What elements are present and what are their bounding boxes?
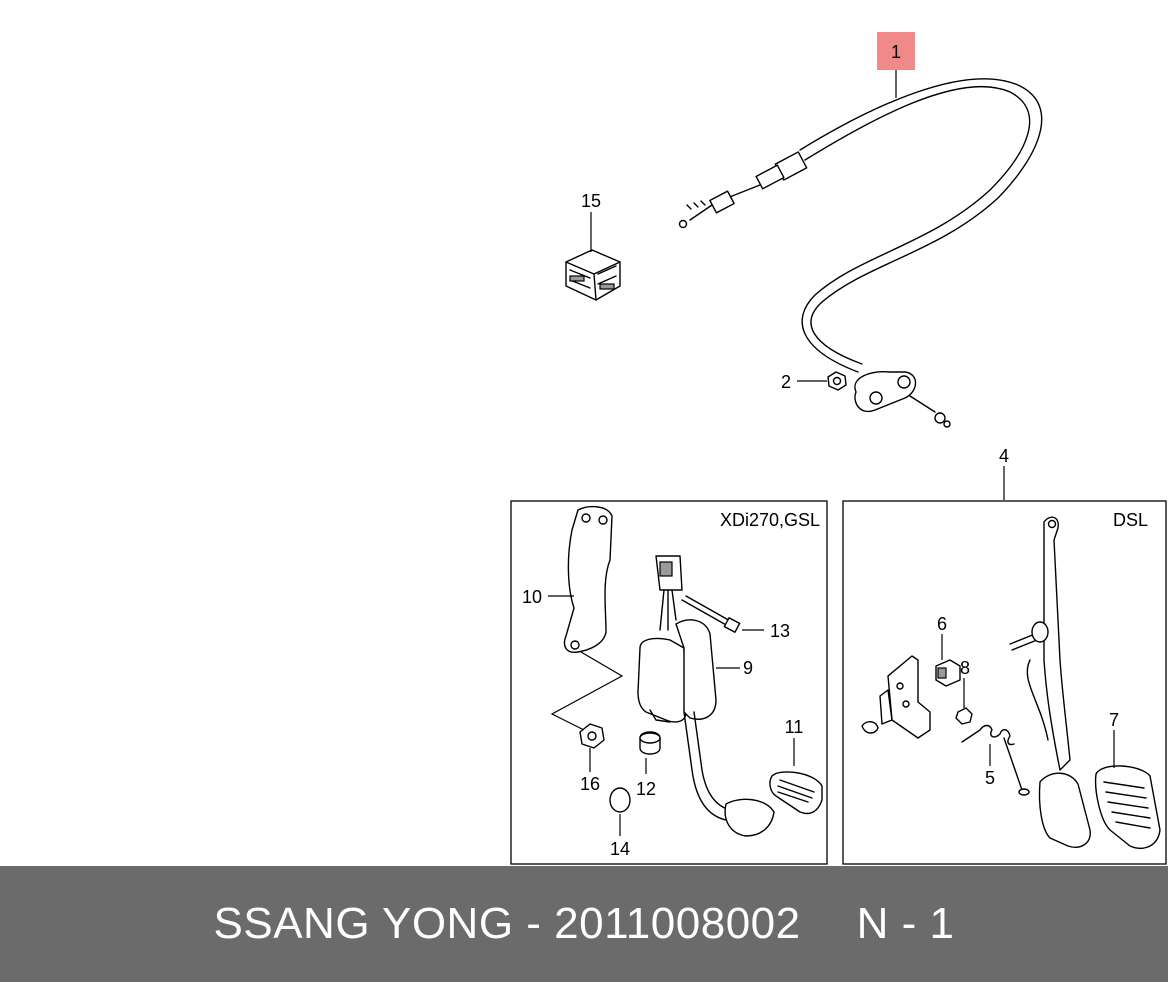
callout-11: 11 xyxy=(785,717,804,737)
clip-part xyxy=(565,249,621,301)
callout-12: 12 xyxy=(636,779,656,799)
nut-part xyxy=(827,371,847,391)
callout-5: 5 xyxy=(985,768,995,788)
footer-page: N - 1 xyxy=(856,899,955,948)
callout-14: 14 xyxy=(610,839,630,859)
callout-13: 13 xyxy=(770,621,790,641)
callout-4: 4 xyxy=(999,446,1009,466)
callout-15: 15 xyxy=(581,191,601,211)
parts-diagram: 1 2 4 15 XDi270,GSL xyxy=(510,32,1167,865)
footer-bar: SSANG YONG - 2011008002 N - 1 xyxy=(0,866,1168,982)
panel-xdi270-gsl: XDi270,GSL xyxy=(510,500,828,865)
accelerator-cable xyxy=(678,78,1043,428)
callout-1-highlight xyxy=(877,32,915,70)
footer-brand-part: SSANG YONG - 2011008002 xyxy=(213,899,801,948)
panel-dsl: DSL 6 8 5 7 xyxy=(842,500,1167,865)
panel-right-label: DSL xyxy=(1113,510,1148,530)
callout-2: 2 xyxy=(781,372,791,392)
callout-16: 16 xyxy=(580,774,600,794)
callout-9: 9 xyxy=(743,658,753,678)
callout-8: 8 xyxy=(960,658,970,678)
callout-1: 1 xyxy=(891,42,901,62)
callout-10: 10 xyxy=(522,587,542,607)
callout-6: 6 xyxy=(937,614,947,634)
panel-left-label: XDi270,GSL xyxy=(720,510,820,530)
callout-7: 7 xyxy=(1109,710,1119,730)
